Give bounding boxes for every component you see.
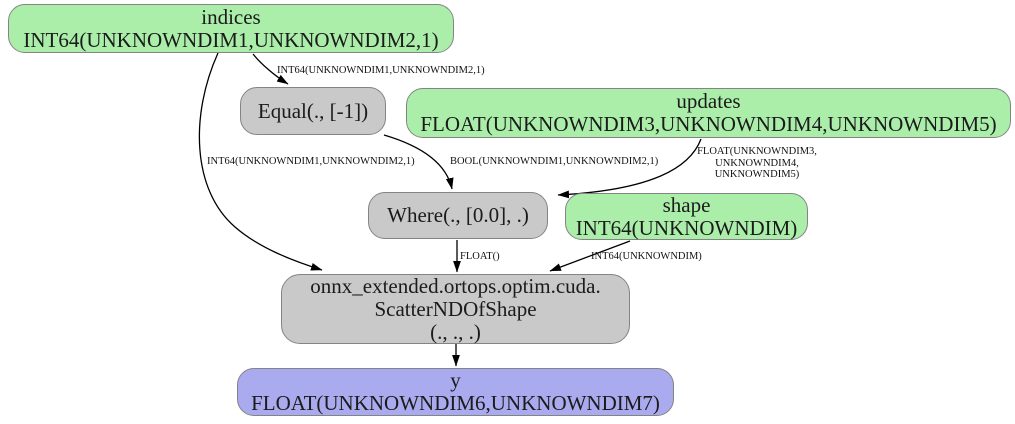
edge-label-updates-line1: FLOAT(UNKNOWNDIM3,	[697, 146, 817, 157]
node-y-title: y	[450, 368, 461, 392]
node-op-equal: Equal(., [-1])	[240, 87, 386, 135]
node-input-updates: updates FLOAT(UNKNOWNDIM3,UNKNOWNDIM4,UN…	[406, 88, 1011, 138]
node-input-shape: shape INT64(UNKNOWNDIM)	[565, 193, 808, 240]
edge-label-updates-line2: UNKNOWNDIM4,	[715, 157, 799, 169]
node-input-indices: indices INT64(UNKNOWNDIM1,UNKNOWNDIM2,1)	[8, 4, 454, 53]
edge-label-updates-to-where: FLOAT(UNKNOWNDIM3, UNKNOWNDIM4, UNKNOWND…	[690, 146, 824, 181]
node-scatter-line1: onnx_extended.ortops.optim.cuda.	[310, 273, 601, 298]
node-indices-dtype: INT64(UNKNOWNDIM1,UNKNOWNDIM2,1)	[23, 27, 439, 52]
node-shape-dtype: INT64(UNKNOWNDIM)	[575, 215, 798, 240]
node-where-label: Where(., [0.0], .)	[387, 203, 529, 227]
node-op-scatterndofshape: onnx_extended.ortops.optim.cuda. Scatter…	[281, 274, 630, 344]
edge-label-updates-line3: UNKNOWNDIM5)	[714, 169, 800, 180]
edge-label-shape-to-scatter: INT64(UNKNOWNDIM)	[591, 251, 702, 262]
edge-label-where-to-scatter: FLOAT()	[460, 251, 500, 262]
edge-label-indices-to-equal: INT64(UNKNOWNDIM1,UNKNOWNDIM2,1)	[277, 65, 485, 76]
node-op-where: Where(., [0.0], .)	[368, 192, 548, 239]
node-scatter-line3: (., ., .)	[430, 319, 481, 344]
node-indices-title: indices	[201, 4, 261, 29]
node-shape-title: shape	[662, 192, 711, 217]
node-scatter-line2: ScatterNDOfShape	[374, 296, 537, 321]
node-equal-label: Equal(., [-1])	[257, 98, 369, 123]
node-updates-title: updates	[676, 89, 741, 113]
edge-label-indices-to-scatter: INT64(UNKNOWNDIM1,UNKNOWNDIM2,1)	[207, 156, 415, 167]
node-output-y: y FLOAT(UNKNOWNDIM6,UNKNOWNDIM7)	[237, 368, 674, 416]
edge-label-equal-to-where: BOOL(UNKNOWNDIM1,UNKNOWNDIM2,1)	[450, 156, 659, 167]
node-y-dtype: FLOAT(UNKNOWNDIM6,UNKNOWNDIM7)	[251, 391, 660, 415]
node-updates-dtype: FLOAT(UNKNOWNDIM3,UNKNOWNDIM4,UNKNOWNDIM…	[420, 112, 997, 136]
